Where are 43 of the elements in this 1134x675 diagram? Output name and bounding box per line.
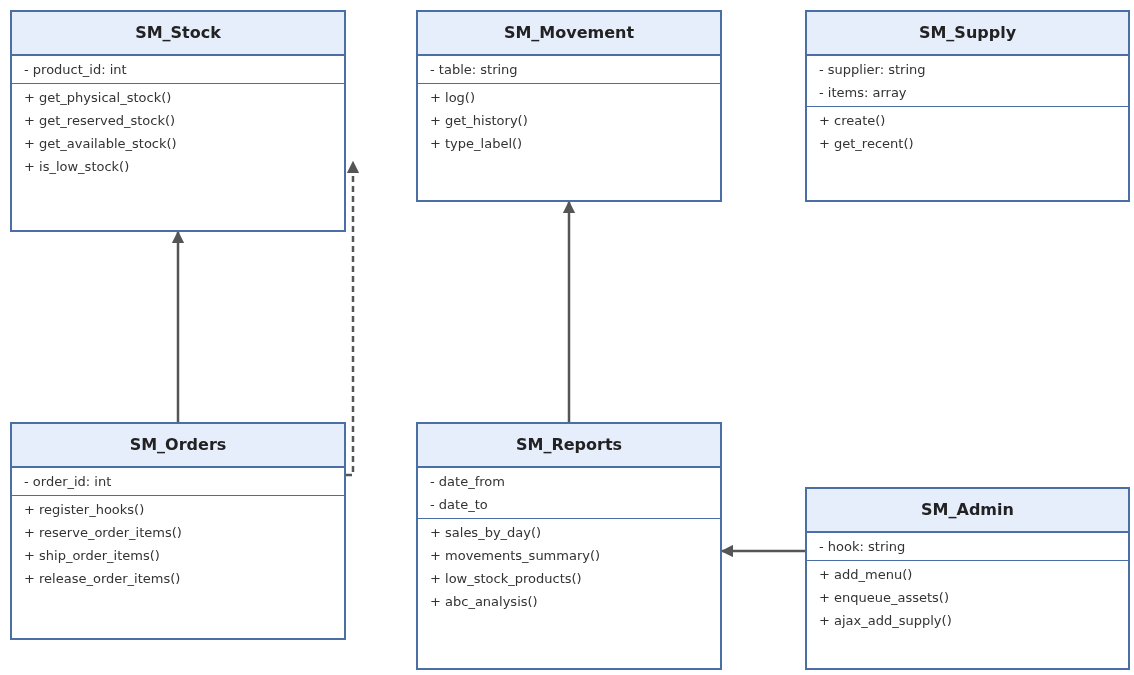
class-name: SM_Orders: [12, 424, 344, 468]
class-name: SM_Stock: [12, 12, 344, 56]
method-text: + add_menu(): [819, 566, 913, 584]
attribute-text: - product_id: int: [24, 61, 127, 79]
method-text: + release_order_items(): [24, 570, 181, 588]
method-text: + type_label(): [430, 135, 523, 153]
attribute-text: - supplier: string: [819, 61, 926, 79]
method-text: + enqueue_assets(): [819, 589, 949, 607]
class-name: SM_Reports: [418, 424, 720, 468]
method-text: + movements_summary(): [430, 547, 601, 565]
method-text: + sales_by_day(): [430, 524, 542, 542]
attribute-text: - order_id: int: [24, 473, 112, 491]
class-box: [416, 422, 722, 670]
class-name: SM_Supply: [807, 12, 1128, 56]
dashed-arrow: [346, 160, 360, 477]
method-text: + ajax_add_supply(): [819, 612, 952, 630]
attribute-text: - date_to: [430, 496, 488, 514]
method-text: + get_available_stock(): [24, 135, 177, 153]
arrow: [171, 230, 185, 422]
method-text: + get_recent(): [819, 135, 914, 153]
attribute-text: - table: string: [430, 61, 518, 79]
attribute-text: - items: array: [819, 84, 907, 102]
class-box: [10, 422, 346, 640]
method-text: + abc_analysis(): [430, 593, 538, 611]
class-box: [805, 487, 1130, 670]
method-text: + get_reserved_stock(): [24, 112, 176, 130]
arrow: [562, 200, 576, 422]
method-text: + ship_order_items(): [24, 547, 160, 565]
class-box: [416, 10, 722, 202]
method-text: + create(): [819, 112, 886, 130]
class-name: SM_Movement: [418, 12, 720, 56]
method-text: + reserve_order_items(): [24, 524, 182, 542]
class-box: [10, 10, 346, 232]
method-text: + register_hooks(): [24, 501, 145, 519]
method-text: + get_history(): [430, 112, 528, 130]
class-name: SM_Admin: [807, 489, 1128, 533]
class-box: [805, 10, 1130, 202]
method-text: + is_low_stock(): [24, 158, 130, 176]
method-text: + get_physical_stock(): [24, 89, 172, 107]
attribute-text: - date_from: [430, 473, 505, 491]
method-text: + low_stock_products(): [430, 570, 582, 588]
method-text: + log(): [430, 89, 475, 107]
attribute-text: - hook: string: [819, 538, 906, 556]
